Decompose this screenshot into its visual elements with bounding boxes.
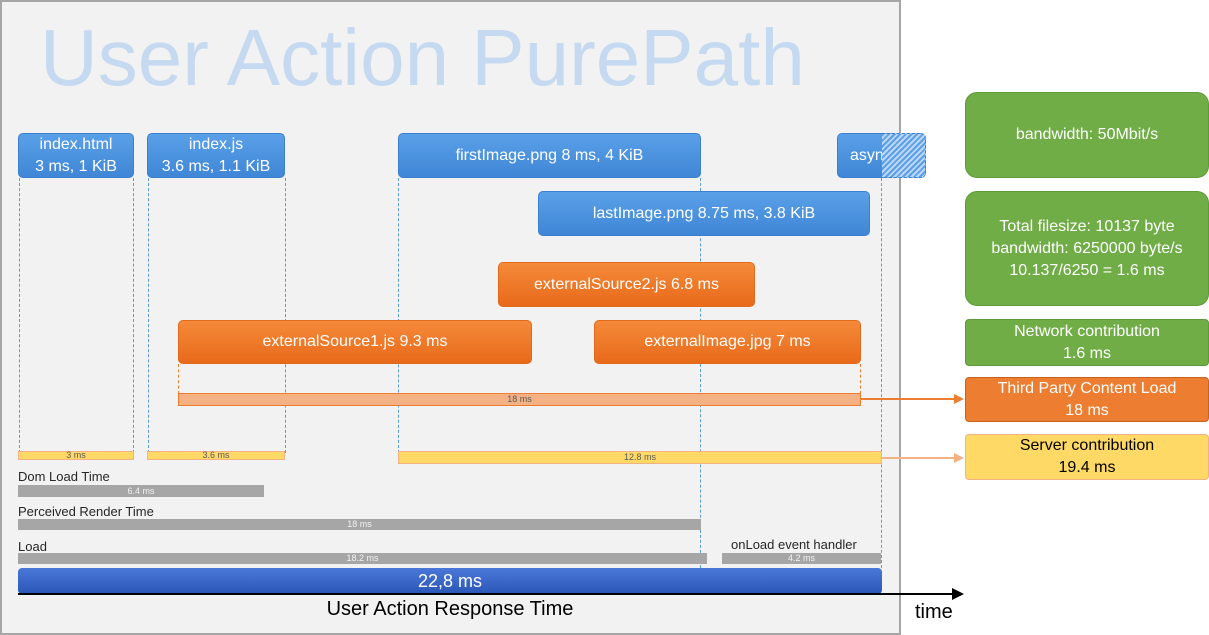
server-bar: 3.6 ms <box>147 451 285 460</box>
dom-load-label: Dom Load Time <box>18 469 110 484</box>
dom-load-bar: 6.4 ms <box>18 485 264 497</box>
axis-time-label: time <box>915 601 953 623</box>
perceived-render-bar: 18 ms <box>18 519 701 530</box>
server-contribution-box: Server contribution 19.4 ms <box>965 434 1209 480</box>
third-party-arrowhead <box>954 394 964 404</box>
box-title: Server contribution <box>1019 437 1155 454</box>
resource-last-image: lastImage.png 8.75 ms, 3.8 KiB <box>538 191 870 236</box>
server-bar: 3 ms <box>18 451 134 460</box>
load-bar: 18.2 ms <box>18 553 707 564</box>
server-bar: 12.8 ms <box>398 451 882 464</box>
resource-first-image: firstImage.png 8 ms, 4 KiB <box>398 133 701 178</box>
guide-line <box>133 178 134 453</box>
calc-box: Total filesize: 10137 byte bandwidth: 62… <box>965 191 1209 306</box>
box-value: 1.6 ms <box>1062 344 1111 362</box>
bandwidth-box: bandwidth: 50Mbit/s <box>965 92 1209 178</box>
bandwidth-text: bandwidth: 50Mbit/s <box>1015 126 1159 143</box>
box-value: 18 ms <box>1065 401 1109 419</box>
guide-line <box>860 364 861 394</box>
resource-index-js: index.js 3.6 ms, 1.1 KiB <box>147 133 285 178</box>
resource-external-source2: externalSource2.js 6.8 ms <box>498 262 755 307</box>
resource-external-source1: externalSource1.js 9.3 ms <box>178 320 532 364</box>
resource-name: index.js <box>188 135 244 153</box>
guide-line <box>700 178 701 568</box>
guide-line <box>148 178 149 453</box>
server-arrowhead <box>954 453 964 463</box>
time-axis <box>18 593 958 595</box>
guide-line <box>285 178 286 453</box>
calc-line: bandwidth: 6250000 byte/s <box>991 239 1183 257</box>
network-contribution-box: Network contribution 1.6 ms <box>965 319 1209 366</box>
load-label: Load <box>18 539 47 554</box>
server-connector <box>882 457 955 459</box>
total-response-bar: 22,8 ms <box>18 568 882 594</box>
box-value: 19.4 ms <box>1058 459 1116 476</box>
third-party-connector <box>861 398 955 400</box>
calc-line: 10.137/6250 = 1.6 ms <box>1009 261 1165 279</box>
axis-caption: User Action Response Time <box>326 598 574 620</box>
guide-line <box>398 178 399 453</box>
onload-handler-bar: 4.2 ms <box>722 553 881 564</box>
async-hatch <box>882 133 926 178</box>
third-party-box: Third Party Content Load 18 ms <box>965 377 1209 422</box>
calc-line: Total filesize: 10137 byte <box>999 217 1175 235</box>
resource-name: index.html <box>39 135 113 153</box>
guide-line <box>881 178 882 568</box>
diagram-title: User Action PurePath <box>40 13 805 102</box>
onload-handler-label: onLoad event handler <box>731 537 857 552</box>
resource-async-js: async.js <box>837 133 908 178</box>
perceived-render-label: Perceived Render Time <box>18 504 154 519</box>
time-axis-arrowhead <box>952 588 964 600</box>
guide-line <box>19 178 20 453</box>
resource-external-image: externalImage.jpg 7 ms <box>594 320 861 364</box>
resource-detail: 3.6 ms, 1.1 KiB <box>161 157 271 175</box>
resource-index-html: index.html 3 ms, 1 KiB <box>18 133 134 178</box>
box-title: Third Party Content Load <box>997 379 1177 397</box>
box-title: Network contribution <box>1014 322 1160 340</box>
resource-detail: 3 ms, 1 KiB <box>35 157 117 175</box>
third-party-bar: 18 ms <box>178 393 861 406</box>
guide-line <box>178 364 179 394</box>
